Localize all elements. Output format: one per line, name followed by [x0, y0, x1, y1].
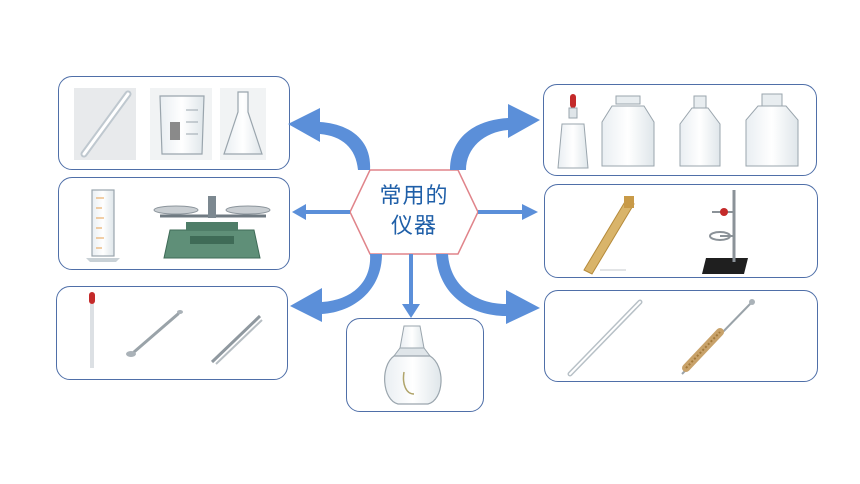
arrow-bottom-left	[290, 254, 382, 322]
wide-mouth-bottle-icon	[601, 95, 655, 167]
alcohol-lamp-icon	[384, 325, 442, 405]
dropper-icon	[89, 292, 95, 368]
arrow-bottom-right	[436, 254, 540, 324]
graduated-cylinder-icon	[86, 189, 120, 262]
test-tube-icon	[74, 88, 136, 160]
center-title-line2: 仪器	[390, 214, 437, 239]
dropper-bottle-icon	[557, 94, 589, 169]
narrow-mouth-bottle-icon	[679, 95, 721, 167]
reagent-bottle-icon	[745, 93, 799, 167]
iron-stand-icon	[702, 190, 748, 274]
tweezers-icon	[210, 314, 263, 365]
center-title-line1: 常用的	[379, 184, 449, 209]
test-tube-holder-icon	[583, 196, 635, 275]
arrow-mid-right	[478, 204, 538, 220]
test-tube-brush-icon	[681, 299, 755, 375]
medicine-spoon-icon	[126, 310, 183, 357]
conical-flask-icon	[220, 88, 266, 160]
glass-rod-icon	[567, 299, 643, 377]
arrow-mid-left	[292, 204, 350, 220]
arrow-top-left	[288, 108, 371, 170]
arrow-top-right	[450, 104, 540, 170]
arrow-down	[402, 254, 420, 318]
center-title: 常用的 仪器	[352, 170, 476, 254]
beaker-icon	[150, 88, 212, 160]
arrows	[288, 104, 540, 324]
group-box-bottom-right	[544, 290, 818, 382]
balance-icon	[153, 196, 271, 259]
